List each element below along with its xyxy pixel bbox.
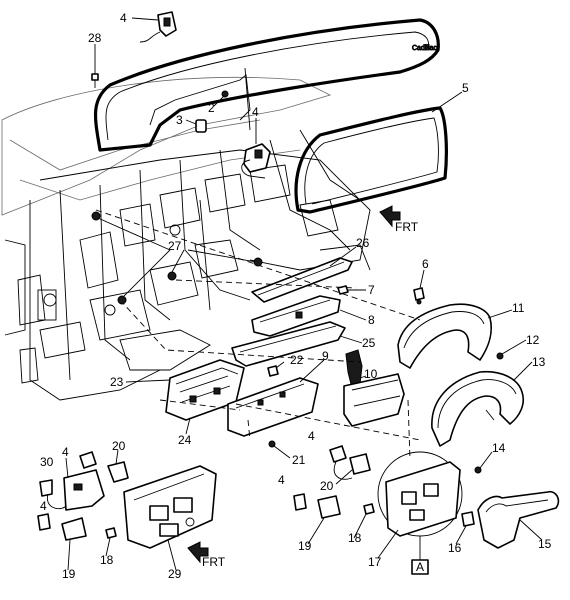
callout-13: 13	[532, 355, 546, 369]
callout-14: 14	[492, 441, 506, 455]
part-3-grommet	[195, 119, 207, 133]
callout-23: 23	[110, 375, 124, 389]
callout-25: 25	[362, 336, 376, 350]
front-arrow-bottom: FRT	[187, 541, 226, 569]
callout-4-top: 4	[120, 11, 127, 25]
part-4-top-sensor	[139, 11, 177, 43]
callout-9: 9	[322, 349, 329, 363]
callout-28: 28	[88, 31, 102, 45]
part-14-screw	[474, 466, 482, 474]
callout-4-right: 4	[308, 429, 315, 443]
callout-27: 27	[168, 239, 182, 253]
front-arrow-bottom-label: FRT	[202, 555, 226, 569]
callout-3: 3	[176, 113, 183, 127]
inset-right: A	[293, 445, 560, 575]
callout-5: 5	[462, 81, 469, 95]
callout-20-left: 20	[112, 439, 126, 453]
part-21-screw	[268, 440, 276, 448]
front-arrow-top-label: FRT	[395, 220, 419, 234]
callout-30: 30	[40, 455, 54, 469]
part-10-switch	[343, 349, 405, 427]
part-6-screw	[413, 287, 425, 305]
leaders-27	[91, 211, 263, 305]
callout-8: 8	[368, 313, 375, 327]
part-11-shroud-upper	[397, 303, 493, 369]
part-26-trim-strip	[251, 257, 353, 303]
dashboard-frame	[1, 77, 371, 401]
callout-19-left: 19	[62, 567, 76, 581]
callout-20-right: 20	[320, 479, 334, 493]
callout-11: 11	[512, 301, 525, 315]
callout-4-right-b: 4	[278, 473, 285, 487]
part-13-shroud-lower	[431, 370, 525, 447]
part-9-switch-panel	[227, 377, 319, 437]
panel-logo: Cadillac	[412, 45, 437, 52]
callout-26: 26	[356, 236, 370, 250]
callout-15: 15	[538, 537, 552, 551]
callout-18-left: 18	[100, 553, 114, 567]
inset-left	[37, 451, 217, 549]
callout-4-mid: 4	[252, 105, 259, 119]
callout-12: 12	[526, 333, 540, 347]
part-7-clip	[337, 285, 349, 295]
callout-4-left-b: 4	[40, 499, 47, 513]
part-25-lower-trim	[231, 321, 346, 367]
callout-4-left-a: 4	[62, 445, 69, 459]
callout-24: 24	[178, 433, 192, 447]
upper-trim-panel: Cadillac	[93, 18, 440, 152]
callout-21: 21	[292, 453, 306, 467]
callout-10: 10	[364, 367, 378, 381]
part-2-clip	[221, 90, 229, 98]
front-arrow-top: FRT	[379, 205, 419, 234]
part-4-mid-sensor	[241, 143, 271, 179]
callout-7: 7	[368, 283, 375, 297]
view-a-label: A	[416, 560, 424, 574]
part-22-clip	[267, 365, 279, 377]
part-8-bracket	[251, 295, 341, 337]
callout-6: 6	[422, 257, 429, 271]
part-5-display-bezel	[294, 106, 448, 214]
callout-leaders	[65, 17, 543, 571]
callout-17: 17	[368, 555, 382, 569]
callout-2: 2	[208, 101, 215, 115]
callout-19-right: 19	[298, 539, 312, 553]
callout-labels: 28 4 2 3 4 5 27 26 6 7 8 11 12 13 25 22 …	[40, 11, 552, 581]
part-28-screw	[91, 73, 99, 88]
part-12-screw	[496, 352, 504, 360]
callout-22: 22	[290, 353, 304, 367]
callout-29: 29	[168, 567, 182, 581]
callout-16: 16	[448, 541, 462, 555]
callout-18-right: 18	[348, 531, 362, 545]
